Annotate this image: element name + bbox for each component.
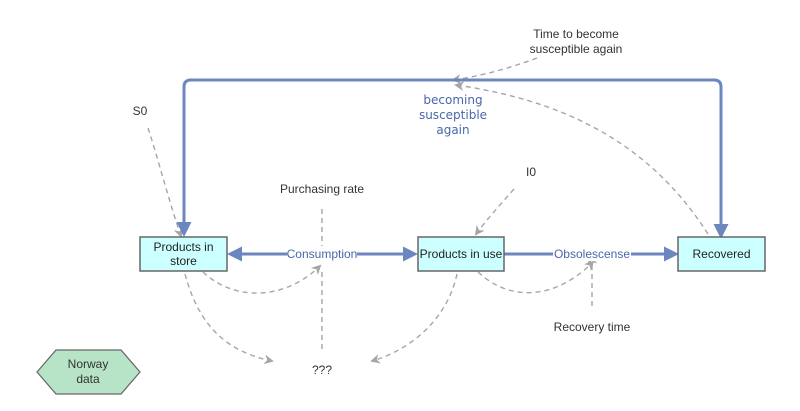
- variable-recovery-time[interactable]: Recovery time: [554, 320, 631, 334]
- link-s0-to-store: [147, 127, 183, 238]
- variable-time-to-susceptible[interactable]: susceptible again: [530, 42, 623, 56]
- stock-label: Products in use: [420, 247, 503, 261]
- link-store-to-unknown: [184, 273, 274, 365]
- variable-purchasing-rate[interactable]: Purchasing rate: [280, 182, 364, 196]
- stock-label: store: [170, 254, 197, 268]
- stock-products-in-use[interactable]: Products in use: [417, 236, 505, 272]
- link-i0-to-use: [474, 188, 515, 236]
- consumption-label: Consumption: [287, 247, 358, 261]
- link-recovered-to-susceptible: [454, 81, 709, 235]
- becoming-susceptible-flow: [176, 78, 729, 239]
- variable-unknown[interactable]: ???: [312, 363, 332, 377]
- norway-data-node[interactable]: Norway data: [36, 349, 141, 395]
- link-use-to-obsolescense: [477, 260, 595, 294]
- data-node-label: data: [76, 372, 100, 386]
- variable-s0[interactable]: S0: [133, 104, 148, 118]
- becoming-susceptible-label: becoming: [423, 93, 482, 107]
- label-bg: [287, 246, 357, 261]
- obsolescense-label: Obsolescense: [554, 247, 630, 261]
- data-node-label: Norway: [68, 357, 109, 371]
- variable-i0[interactable]: I0: [526, 165, 536, 179]
- stock-recovered[interactable]: Recovered: [677, 236, 766, 272]
- link-time-to-susceptible: [451, 57, 538, 84]
- link-use-to-unknown: [370, 273, 458, 364]
- stock-label: Products in: [153, 240, 213, 254]
- variable-time-to-susceptible[interactable]: Time to become: [533, 27, 619, 41]
- becoming-susceptible-label: susceptible: [419, 108, 487, 122]
- becoming-susceptible-label: again: [436, 123, 469, 137]
- stock-products-in-store[interactable]: Products in store: [139, 236, 228, 272]
- label-bg: [553, 246, 631, 261]
- stock-label: Recovered: [692, 247, 750, 261]
